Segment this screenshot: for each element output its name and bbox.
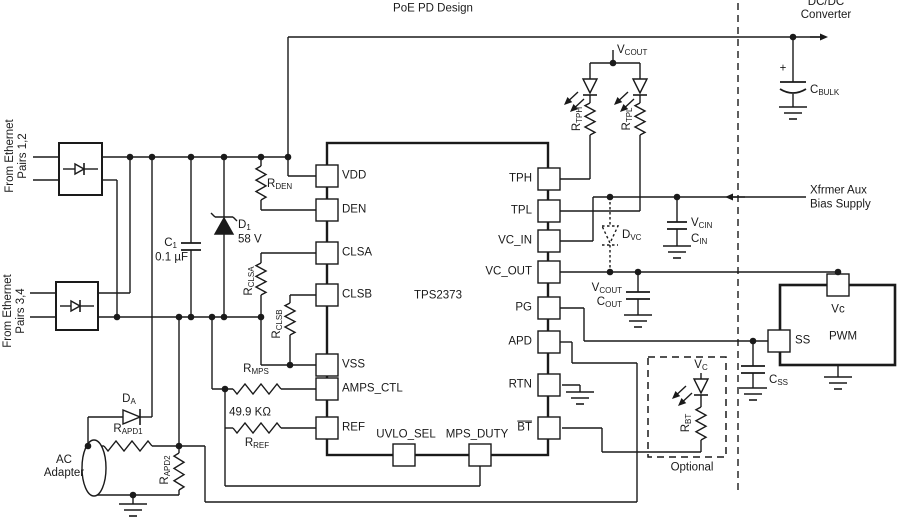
pin-den bbox=[315, 198, 339, 222]
optional-box bbox=[647, 356, 727, 458]
pin-clsa bbox=[315, 241, 339, 265]
chip-body bbox=[325, 141, 550, 457]
bridge-rectifier-2 bbox=[55, 281, 99, 331]
junction-dot bbox=[113, 313, 121, 321]
pin-vss bbox=[315, 353, 339, 377]
pwm-controller-box bbox=[778, 283, 897, 367]
pin-vdd bbox=[315, 164, 339, 188]
junction-dot bbox=[187, 313, 195, 321]
junction-dot bbox=[606, 268, 614, 276]
resistor-rapd2 bbox=[172, 452, 186, 491]
junction-dot bbox=[284, 153, 292, 161]
pin-vc-out bbox=[537, 260, 561, 284]
led-tph-arrow-head bbox=[564, 96, 573, 105]
junction-dot bbox=[606, 193, 614, 201]
aux-supply-arrow-head bbox=[725, 193, 733, 201]
junction-dot bbox=[148, 153, 156, 161]
pin-apd bbox=[537, 330, 561, 354]
resistor-rtph bbox=[583, 102, 597, 136]
pin-mps-duty bbox=[468, 443, 492, 467]
led-tpl-arrow-head bbox=[614, 96, 623, 105]
pin-clsb bbox=[315, 283, 339, 307]
junction-dot bbox=[126, 153, 134, 161]
pin-amps-ctl bbox=[315, 377, 339, 401]
junction-dot bbox=[84, 442, 92, 450]
led-tph bbox=[581, 78, 599, 95]
cap-cbulk-curved-plate bbox=[779, 88, 807, 94]
pin-pg bbox=[537, 296, 561, 320]
pin-ref bbox=[315, 416, 339, 440]
pin-rtn bbox=[537, 373, 561, 397]
led-bt-arrow-head bbox=[672, 390, 681, 399]
junction-dot bbox=[673, 193, 681, 201]
led-bt-arrow-head bbox=[678, 397, 687, 406]
wire bbox=[210, 212, 216, 218]
resistor-rmps bbox=[232, 382, 282, 396]
junction-dot bbox=[221, 385, 229, 393]
pin-tph bbox=[537, 167, 561, 191]
pin-vc-in bbox=[537, 229, 561, 253]
diode-da bbox=[122, 408, 142, 426]
led-tpl-arrow-head bbox=[620, 103, 629, 112]
pin-tpl bbox=[537, 199, 561, 223]
led-tpl bbox=[631, 78, 649, 95]
diode-dvc bbox=[600, 225, 620, 245]
junction-dot bbox=[609, 59, 617, 67]
junction-dot bbox=[257, 313, 265, 321]
bridge2-diode-icon bbox=[70, 299, 82, 313]
pin-uvlo-sel bbox=[392, 443, 416, 467]
resistor-rapd1 bbox=[103, 439, 153, 453]
pin-pwm-ss bbox=[767, 329, 791, 353]
resistor-rref bbox=[232, 421, 282, 435]
wire bbox=[232, 216, 238, 222]
junction-dot bbox=[220, 313, 228, 321]
junction-dot bbox=[175, 313, 183, 321]
junction-dot bbox=[257, 153, 265, 161]
pin-pwm-vc bbox=[826, 273, 850, 297]
junction-dot bbox=[286, 361, 294, 369]
junction-dot bbox=[175, 442, 183, 450]
junction-dot bbox=[129, 491, 137, 499]
resistor-rbt bbox=[694, 406, 708, 441]
junction-dot bbox=[834, 268, 842, 276]
resistor-rclsb bbox=[283, 302, 297, 336]
led-tph-arrow-head bbox=[570, 103, 579, 112]
junction-dot bbox=[789, 33, 797, 41]
dcdc-output-arrow-head bbox=[820, 33, 828, 41]
junction-dot bbox=[187, 153, 195, 161]
ac-adapter-source bbox=[81, 439, 107, 497]
junction-dot bbox=[208, 313, 216, 321]
resistor-rden bbox=[254, 165, 268, 201]
junction-dot bbox=[749, 337, 757, 345]
pin-bt bbox=[537, 416, 561, 440]
junction-dot bbox=[220, 153, 228, 161]
bridge-rectifier-1 bbox=[58, 142, 103, 196]
zener-d1 bbox=[213, 216, 235, 235]
resistor-rclsa bbox=[254, 262, 268, 296]
led-bt bbox=[692, 378, 710, 395]
bridge1-diode-icon bbox=[74, 162, 86, 176]
junction-dot bbox=[634, 268, 642, 276]
resistor-rtpl bbox=[633, 102, 647, 136]
